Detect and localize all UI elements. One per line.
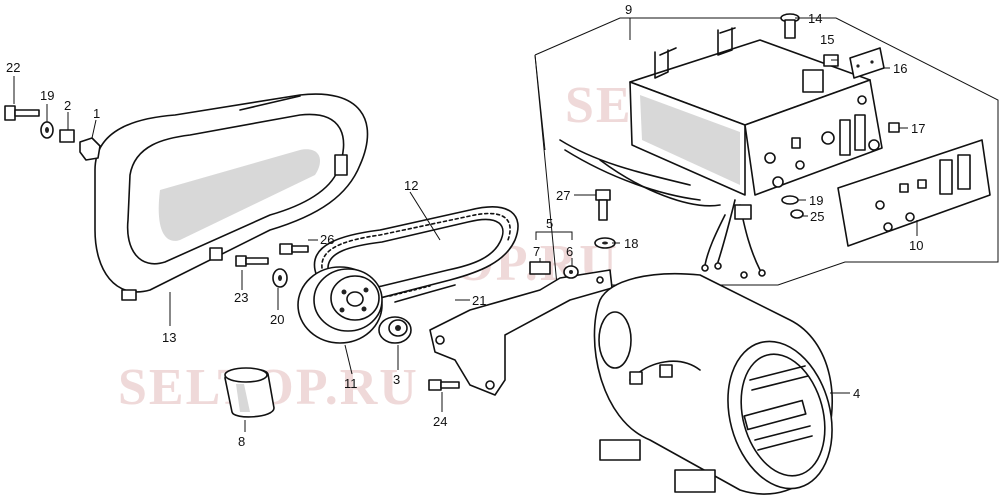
callout-4: 4: [853, 386, 860, 401]
belt-cover: [94, 93, 369, 301]
spacer-2: [59, 129, 75, 143]
bolt-23: [235, 255, 269, 267]
callout-3: 3: [393, 372, 400, 387]
bracket: [429, 269, 613, 396]
nut-1: [79, 137, 101, 161]
callout-24: 24: [433, 414, 447, 429]
callout-18: 18: [624, 236, 638, 251]
callout-9: 9: [625, 2, 632, 17]
bolt-6: [563, 265, 579, 279]
washer-20: [272, 268, 288, 288]
clip-17: [888, 122, 900, 133]
callout-27: 27: [556, 188, 570, 203]
tensioner-arm: [389, 284, 456, 303]
bolt-26: [279, 243, 309, 255]
washer-19: [40, 121, 54, 139]
pulley: [297, 266, 383, 344]
callout-25: 25: [810, 209, 824, 224]
faceplate: [837, 139, 991, 247]
screw-27: [595, 189, 611, 221]
callout-8: 8: [238, 434, 245, 449]
bushing-7: [529, 261, 551, 275]
bolt-22: [4, 105, 40, 121]
bolt-24: [428, 379, 460, 391]
callout-16: 16: [893, 61, 907, 76]
callout-10: 10: [909, 238, 923, 253]
callout-11: 11: [344, 376, 358, 391]
callout-14: 14: [808, 11, 822, 26]
callout-2: 2: [64, 98, 71, 113]
pin-14: [780, 13, 800, 39]
callout-19: 19: [40, 88, 54, 103]
callout-15: 15: [820, 32, 834, 47]
washer-19b-and-nut-25: [781, 195, 804, 219]
callout-26: 26: [320, 232, 334, 247]
generator: [593, 272, 833, 495]
control-box: [559, 27, 883, 279]
callout-17: 17: [911, 121, 925, 136]
sleeve: [224, 367, 275, 418]
callout-22: 22: [6, 60, 20, 75]
label-plate-16: [849, 47, 885, 79]
callout-12: 12: [404, 178, 418, 193]
callout-6: 6: [566, 244, 573, 259]
leader-lines: [13, 17, 918, 432]
callout-19-control-box: 19: [809, 193, 823, 208]
callout-7: 7: [533, 244, 540, 259]
callout-1: 1: [93, 106, 100, 121]
idler-3: [378, 316, 412, 344]
callout-20: 20: [270, 312, 284, 327]
callout-13: 13: [162, 330, 176, 345]
callout-23: 23: [234, 290, 248, 305]
callout-5: 5: [546, 216, 553, 231]
callout-21: 21: [472, 293, 486, 308]
callout-labels: 22 19 2 1 13 23 20 26 11 3 8 12 21 24 5 …: [6, 2, 925, 449]
